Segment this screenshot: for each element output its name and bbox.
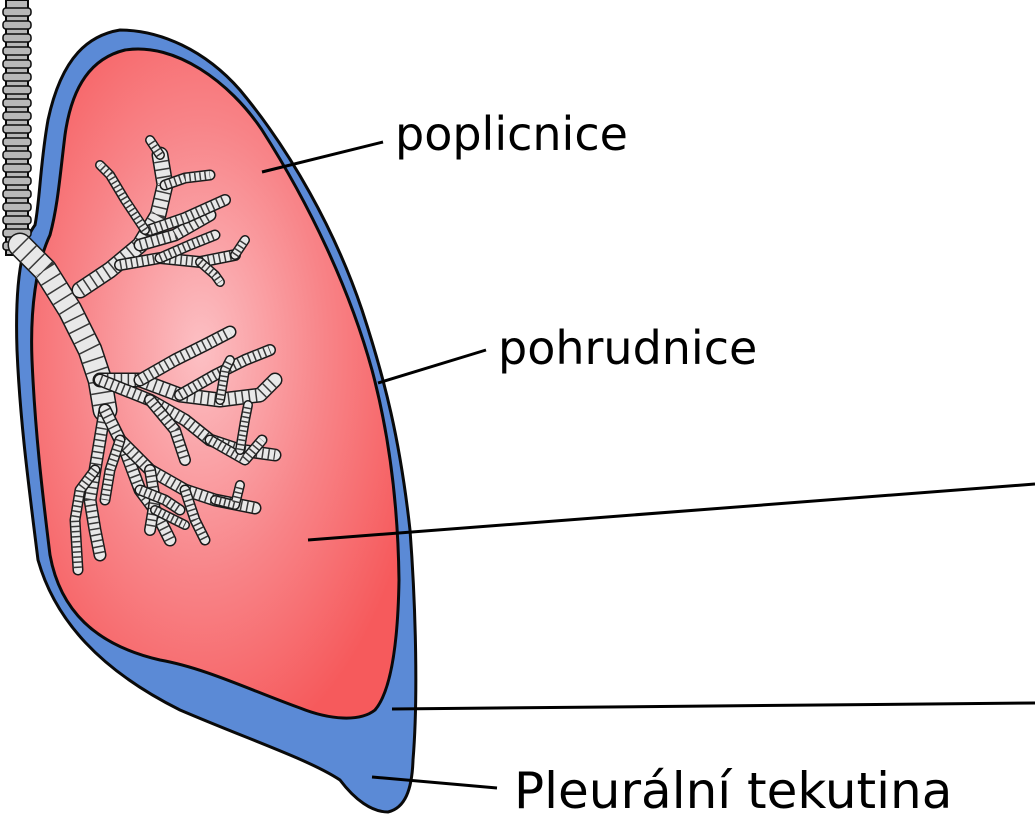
- trachea-ring: [3, 86, 31, 94]
- trachea-ring: [3, 34, 31, 42]
- trachea-ring: [3, 151, 31, 159]
- label-pleuralni-tekutina: Pleurální tekutina: [514, 762, 952, 815]
- trachea-ring: [3, 112, 31, 120]
- leader-line-pleural-cavity: [392, 703, 1035, 709]
- label-pohrudnice: pohrudnice: [498, 321, 757, 375]
- leader-line-pleura-label: [378, 350, 486, 383]
- leader-line-lung-interior: [308, 484, 1035, 540]
- trachea-ring: [3, 177, 31, 185]
- trachea: [3, 0, 31, 255]
- trachea-ring: [3, 73, 31, 81]
- trachea-ring: [3, 21, 31, 29]
- trachea-ring: [3, 47, 31, 55]
- trachea-ring: [3, 125, 31, 133]
- trachea-ring: [3, 190, 31, 198]
- trachea-ring: [3, 8, 31, 16]
- label-poplicnice: poplicnice: [395, 107, 628, 161]
- lung-shape: [32, 49, 399, 718]
- trachea-ring: [3, 216, 31, 224]
- trachea-ring: [3, 164, 31, 172]
- trachea-ring: [3, 138, 31, 146]
- trachea-ring: [3, 99, 31, 107]
- trachea-ring: [3, 60, 31, 68]
- trachea-ring: [3, 203, 31, 211]
